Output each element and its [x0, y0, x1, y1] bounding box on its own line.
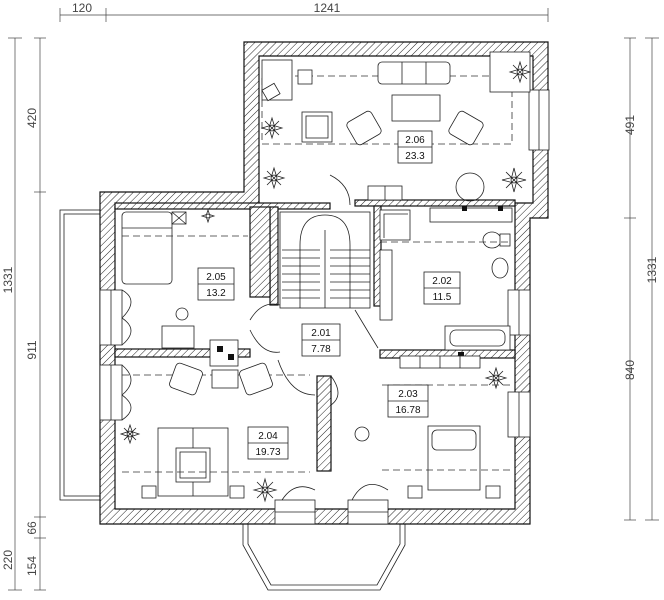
room-label-2-02: 2.02 11.5 — [423, 271, 461, 305]
dimension-lines — [8, 8, 659, 591]
room-number: 2.04 — [258, 431, 278, 442]
interior-walls — [114, 199, 516, 472]
room-area: 23.3 — [405, 151, 425, 162]
bedroom-204-furniture — [122, 362, 310, 499]
room-area: 13.2 — [206, 288, 226, 299]
room-area: 19.73 — [255, 447, 280, 458]
room-label-2-03: 2.03 16.78 — [387, 384, 429, 418]
stair-treads — [282, 249, 370, 299]
bedroom-205-furniture — [121, 211, 248, 367]
stairs — [279, 211, 371, 309]
dim-right-total: 1331 — [645, 256, 659, 283]
room-number: 2.02 — [432, 276, 452, 287]
door-swings — [121, 174, 389, 501]
dim-right-upper: 491 — [623, 115, 637, 135]
room-area: 16.78 — [395, 405, 420, 416]
room-label-2-06: 2.06 23.3 — [397, 130, 433, 164]
bedroom-203-furniture — [354, 355, 512, 499]
bathroom-furniture — [379, 206, 513, 358]
dim-left-total: 1331 — [1, 266, 15, 293]
plants — [119, 60, 532, 503]
room-number: 2.01 — [311, 328, 331, 339]
room-label-2-04: 2.04 19.73 — [247, 426, 289, 460]
bay-window — [242, 520, 406, 591]
balcony — [59, 209, 107, 501]
living-room-furniture — [261, 51, 531, 202]
room-area: 11.5 — [433, 292, 452, 303]
room-number: 2.05 — [206, 272, 226, 283]
dim-bottom-154: 154 — [25, 556, 39, 576]
dim-top-main: 1241 — [314, 1, 341, 15]
dim-top-left: 120 — [72, 1, 92, 15]
dim-bottom-220: 220 — [1, 550, 15, 570]
room-number: 2.06 — [405, 135, 425, 146]
dim-bottom-66: 66 — [25, 521, 39, 535]
windows — [99, 89, 550, 525]
room-label-2-01: 2.01 7.78 — [301, 323, 341, 357]
dim-left-lower: 911 — [25, 340, 39, 359]
dim-left-upper: 420 — [25, 108, 39, 128]
room-label-2-05: 2.05 13.2 — [197, 267, 235, 301]
room-number: 2.03 — [398, 389, 418, 400]
room-area: 7.78 — [311, 344, 331, 355]
dim-right-lower: 840 — [623, 360, 637, 380]
